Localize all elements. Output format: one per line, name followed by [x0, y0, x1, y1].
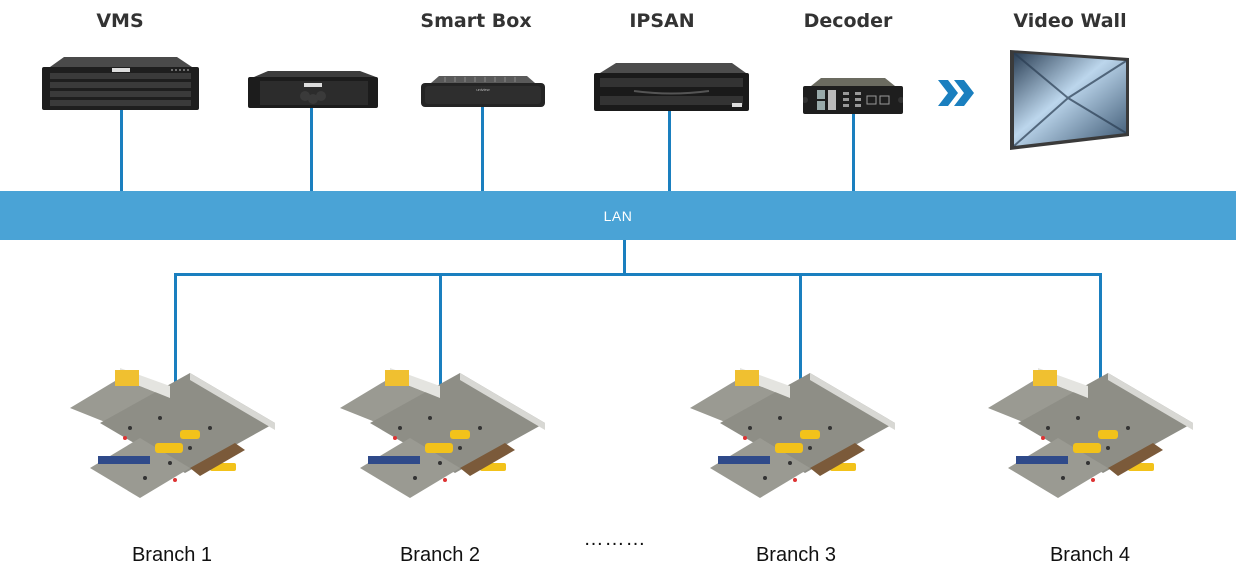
branch-3-link — [799, 273, 802, 400]
branch-2-label: Branch 2 — [399, 544, 481, 566]
smart-box-link — [481, 107, 484, 191]
vms-title: VMS — [96, 10, 144, 32]
lan-label: LAN — [603, 207, 633, 224]
branch-4-illustration — [978, 368, 1198, 518]
branch-3-label: Branch 3 — [755, 544, 837, 566]
video-wall-icon — [1010, 50, 1129, 150]
branch-bus-line — [174, 273, 1102, 276]
decoder-link — [852, 114, 855, 192]
branch-1-link — [174, 273, 177, 400]
ipsan-title: IPSAN — [629, 10, 695, 32]
decoder-icon — [803, 78, 903, 114]
storage-array-icon — [594, 63, 749, 111]
branch-1-illustration — [60, 368, 280, 518]
branch-2-illustration — [330, 368, 550, 518]
smart-box-icon: uniview — [421, 76, 545, 107]
vms-link — [120, 110, 123, 191]
server-rack-icon — [42, 57, 199, 110]
branch-4-link — [1099, 273, 1102, 410]
smart-box-title: Smart Box — [420, 10, 532, 32]
ipsan-link — [668, 111, 671, 191]
more-branches-ellipsis: ……… — [583, 528, 647, 550]
double-chevron-right-icon — [938, 80, 974, 106]
nvr-link — [310, 108, 313, 191]
svg-text:uniview: uniview — [476, 87, 489, 92]
lan-drop-link — [623, 240, 626, 275]
nvr-icon — [248, 71, 378, 108]
video-wall-title: Video Wall — [1013, 10, 1127, 32]
branch-4-label: Branch 4 — [1049, 544, 1131, 566]
branch-3-illustration — [680, 368, 900, 518]
branch-1-label: Branch 1 — [131, 544, 213, 566]
lan-bus: LAN — [0, 191, 1236, 240]
decoder-title: Decoder — [803, 10, 893, 32]
branch-2-link — [439, 273, 442, 400]
